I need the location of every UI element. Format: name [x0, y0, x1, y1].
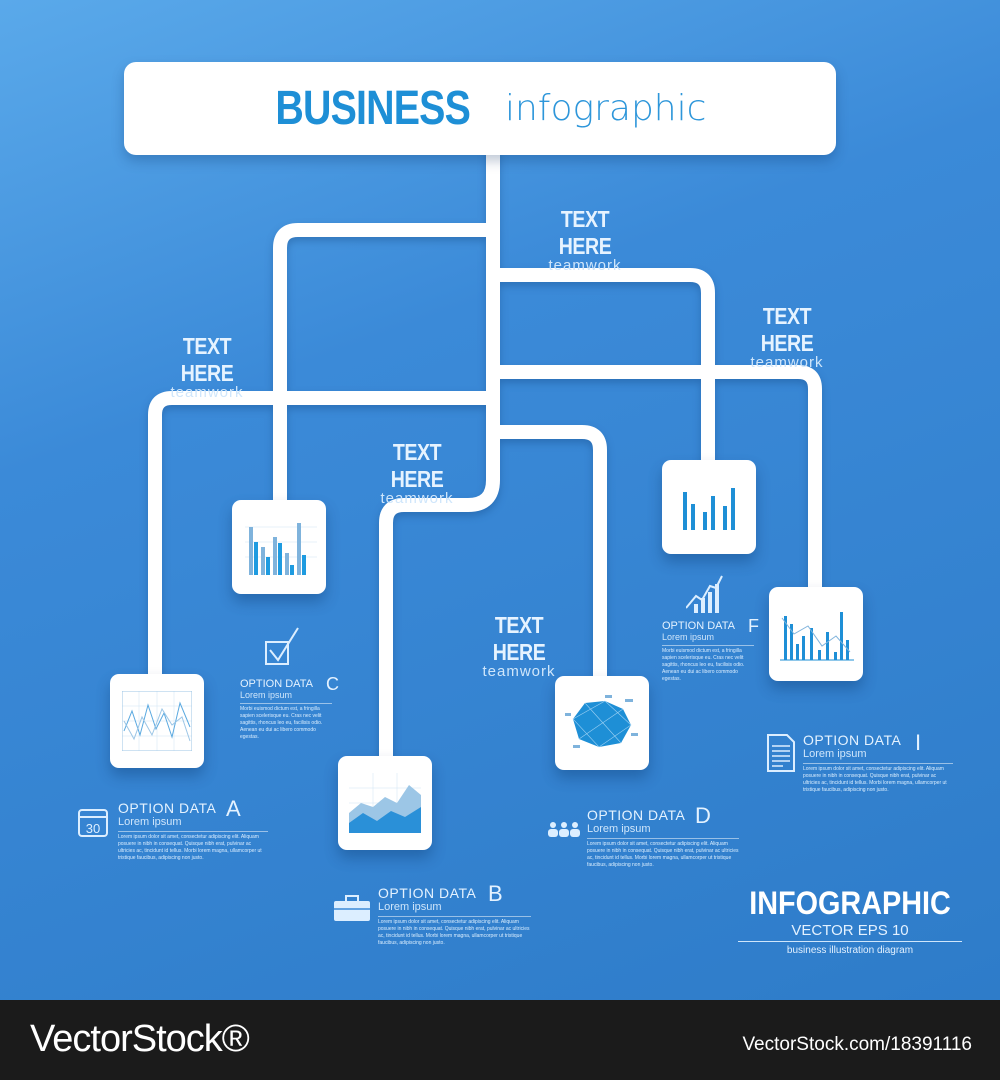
label-sub: teamwork	[482, 663, 556, 680]
network-map-icon	[565, 695, 638, 748]
option-body: Lorem ipsum dolor sit amet, consectetur …	[118, 831, 268, 862]
option-data-f: OPTION DATA Lorem ipsum Morbi euismod di…	[662, 575, 762, 683]
option-body: Lorem ipsum dolor sit amet, consectetur …	[378, 916, 531, 947]
option-letter: D	[695, 803, 711, 828]
option-letter: F	[748, 616, 759, 636]
label-sub: teamwork	[170, 384, 244, 401]
option-subtitle: Lorem ipsum	[803, 748, 867, 760]
option-data-d: OPTION DATA Lorem ipsum Lorem ipsum dolo…	[547, 803, 739, 869]
connector-d	[486, 425, 607, 687]
option-subtitle: Lorem ipsum	[662, 632, 715, 642]
option-title: OPTION DATA	[662, 620, 735, 632]
label-heading: TEXT HERE	[760, 303, 814, 356]
option-body: Morbi euismod dictum est, a fringilla sa…	[240, 703, 332, 741]
label-heading: TEXT HERE	[558, 206, 612, 259]
option-letter: C	[326, 674, 339, 694]
option-title: OPTION DATA	[240, 678, 313, 690]
growth-chart-icon	[686, 575, 723, 613]
brand-title: INFOGRAPHIC	[749, 885, 951, 921]
connector-f	[486, 268, 715, 472]
watermark-footer: VectorStock® VectorStock.com/18391116	[0, 1000, 1000, 1080]
option-title: OPTION DATA	[803, 732, 902, 748]
briefcase-icon	[334, 895, 370, 921]
option-title: OPTION DATA	[118, 800, 217, 816]
area-chart-box-b	[338, 756, 432, 850]
title-light: infographic	[504, 88, 707, 129]
calendar-icon: 30	[78, 809, 108, 837]
network-map-box-d	[555, 676, 649, 770]
label-heading: TEXT HERE	[390, 439, 444, 492]
line-chart-icon	[122, 691, 192, 751]
option-subtitle: Lorem ipsum	[587, 823, 651, 835]
connector-b	[379, 143, 500, 767]
brand-block: INFOGRAPHIC VECTOR EPS 10 business illus…	[738, 885, 962, 956]
label-sub: teamwork	[380, 490, 454, 507]
connector-c	[273, 223, 500, 512]
image-url: VectorStock.com/18391116	[742, 1034, 972, 1055]
option-title: OPTION DATA	[587, 807, 686, 823]
brand-version: VECTOR EPS 10	[738, 922, 962, 942]
area-chart-icon	[349, 773, 421, 833]
connector-a	[148, 391, 500, 687]
option-letter: B	[488, 881, 503, 906]
option-data-b: OPTION DATA Lorem ipsum Lorem ipsum dolo…	[333, 881, 531, 947]
option-subtitle: Lorem ipsum	[240, 690, 293, 700]
label-heading: TEXT HERE	[180, 333, 234, 386]
document-icon	[767, 734, 795, 772]
vectorstock-logo: VectorStock®	[30, 1018, 250, 1060]
bar-chart-icon	[780, 612, 854, 661]
title-banner: BUSINESS infographic	[124, 62, 836, 155]
brand-caption: business illustration diagram	[786, 945, 914, 956]
option-body: Morbi euismod dictum est, a fringilla sa…	[662, 645, 754, 683]
team-icon	[548, 822, 580, 837]
option-body: Lorem ipsum dolor sit amet, consectetur …	[587, 838, 739, 869]
option-data-a: 30 OPTION DATA Lorem ipsum Lorem ipsum d…	[76, 796, 268, 862]
bar-chart-icon	[683, 488, 735, 530]
bar-chart-box-i	[769, 587, 863, 681]
label-sub: teamwork	[750, 354, 824, 371]
option-subtitle: Lorem ipsum	[118, 816, 182, 828]
bar-chart-icon	[245, 523, 317, 575]
title-bold: BUSINESS	[274, 82, 470, 135]
option-subtitle: Lorem ipsum	[378, 901, 442, 913]
line-chart-box-a	[110, 674, 204, 768]
option-data-c: OPTION DATA Lorem ipsum Morbi euismod di…	[240, 627, 340, 741]
connector-i	[486, 365, 822, 599]
label-heading: TEXT HERE	[492, 612, 546, 665]
option-data-i: OPTION DATA Lorem ipsum Lorem ipsum dolo…	[767, 730, 953, 794]
calendar-day: 30	[86, 821, 100, 836]
option-letter: A	[226, 796, 241, 821]
label-sub: teamwork	[548, 257, 622, 274]
bar-chart-box-f	[662, 460, 756, 554]
option-letter: I	[915, 730, 922, 755]
checkbox-icon	[265, 627, 299, 665]
bar-chart-box-c	[232, 500, 326, 594]
connector-lines	[0, 0, 1000, 1000]
option-body: Lorem ipsum dolor sit amet, consectetur …	[803, 763, 953, 794]
option-title: OPTION DATA	[378, 885, 477, 901]
